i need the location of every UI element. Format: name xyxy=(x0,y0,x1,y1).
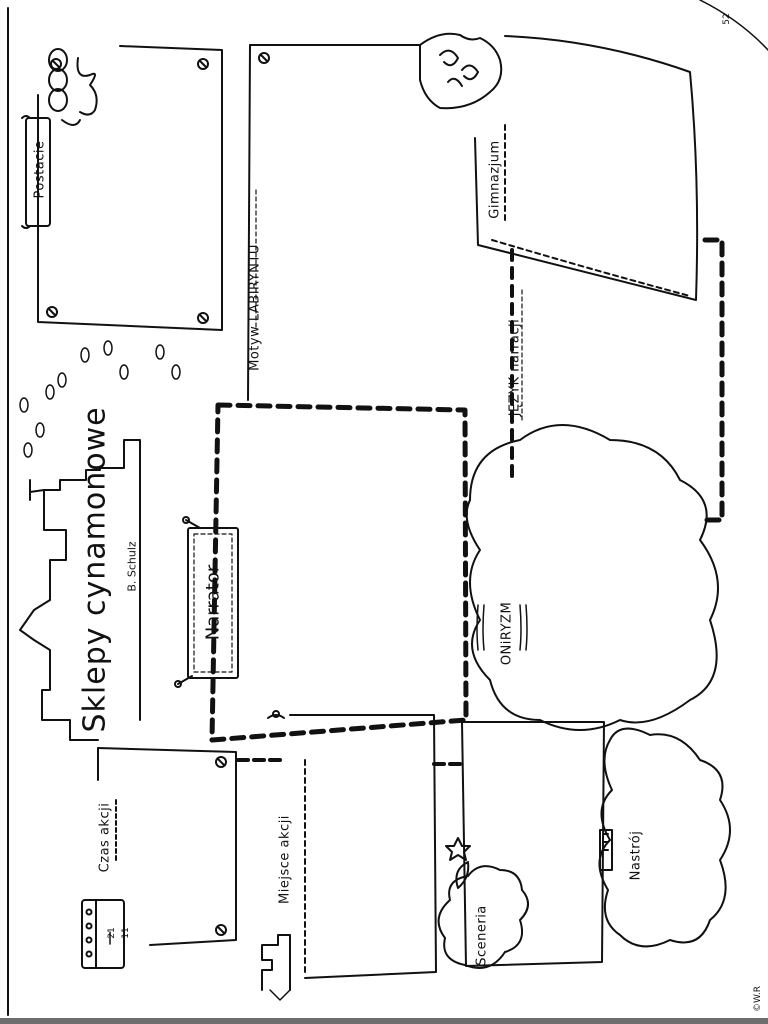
page-corner-curve xyxy=(699,0,768,51)
star-moon-icon xyxy=(445,837,471,889)
figures-doodle xyxy=(48,48,98,126)
sceneria-box xyxy=(461,721,605,967)
scan-edge xyxy=(0,1018,768,1024)
jezyk-label: JĘZYK narracji xyxy=(507,318,523,417)
labirynt-box xyxy=(247,44,421,401)
castle-spire xyxy=(29,479,45,501)
arrow-doodle xyxy=(269,989,291,1001)
oniryzm-label: ONiRYZM xyxy=(499,601,515,666)
miejsce-box xyxy=(267,710,437,979)
narrator-sign xyxy=(174,516,239,688)
central-dashed-box xyxy=(209,402,469,743)
calendar-month: 11 xyxy=(121,927,131,939)
oniryzm-cloud xyxy=(465,424,719,731)
narrator-label: Narrator xyxy=(202,564,224,641)
dashed-route-right xyxy=(697,237,725,523)
sceneria-label: Sceneria xyxy=(474,905,490,966)
miejsce-label: Miejsce akcji xyxy=(277,815,293,904)
calendar-icon xyxy=(81,899,125,969)
copyright-mark: ©W.R xyxy=(753,986,763,1012)
calendar-day: 21 xyxy=(107,927,117,939)
postacie-box xyxy=(37,45,223,331)
building-doodle xyxy=(261,934,291,991)
lamp-icon xyxy=(599,829,613,871)
nastroj-label: Nastrój xyxy=(628,830,644,881)
postacie-label-frame xyxy=(21,115,51,229)
page-number: 52 xyxy=(722,13,732,25)
czas-label: Czas akcji xyxy=(97,802,113,873)
gimnazjum-paper xyxy=(419,32,699,301)
title-text: Sklepy cynamonowe xyxy=(77,406,113,733)
czas-box xyxy=(97,747,237,946)
footprints-doodle xyxy=(19,340,181,458)
sceneria-bubble xyxy=(437,865,529,969)
author-text: B. Schulz xyxy=(125,541,139,592)
castle-skyline xyxy=(19,439,141,741)
postacie-label: Postacie xyxy=(32,140,48,199)
nastroj-cloud xyxy=(598,727,731,948)
oniryzm-waves xyxy=(476,604,528,651)
motyw-label: Motyw LABIRYNTU xyxy=(247,244,263,371)
gimnazjum-label: Gimnazjum xyxy=(487,140,503,219)
